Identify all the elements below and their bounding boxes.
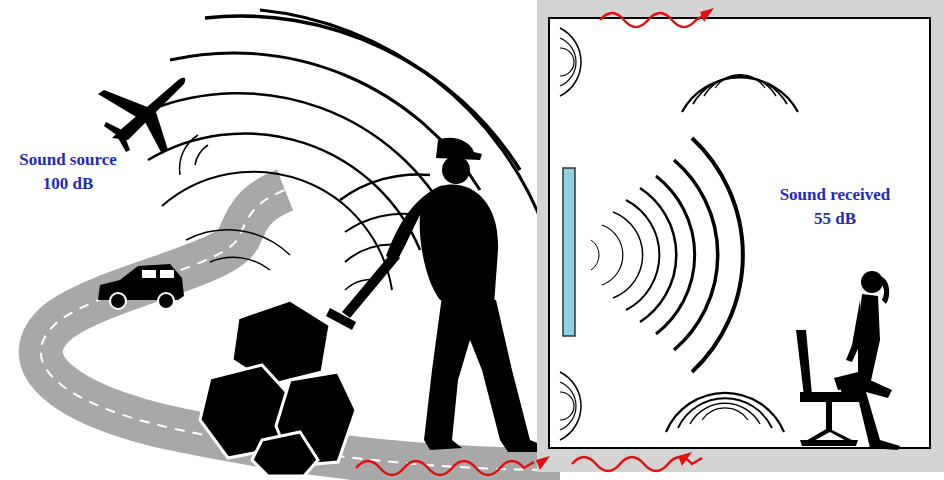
label-text: Sound source [19, 150, 116, 170]
room-wall [537, 0, 944, 472]
worker [326, 138, 545, 452]
label-text: Sound received [780, 185, 891, 205]
airplane [98, 78, 185, 154]
label-text: 100 dB [43, 174, 94, 194]
arrow-heads [536, 8, 714, 470]
window [563, 168, 575, 336]
transmission-arrows [356, 13, 706, 475]
label-text: 55 dB [814, 209, 856, 229]
rocks [200, 300, 356, 476]
woman-on-chair [796, 271, 900, 450]
sound-waves [148, 10, 545, 290]
indoor-waves [560, 28, 798, 440]
car [98, 264, 184, 309]
